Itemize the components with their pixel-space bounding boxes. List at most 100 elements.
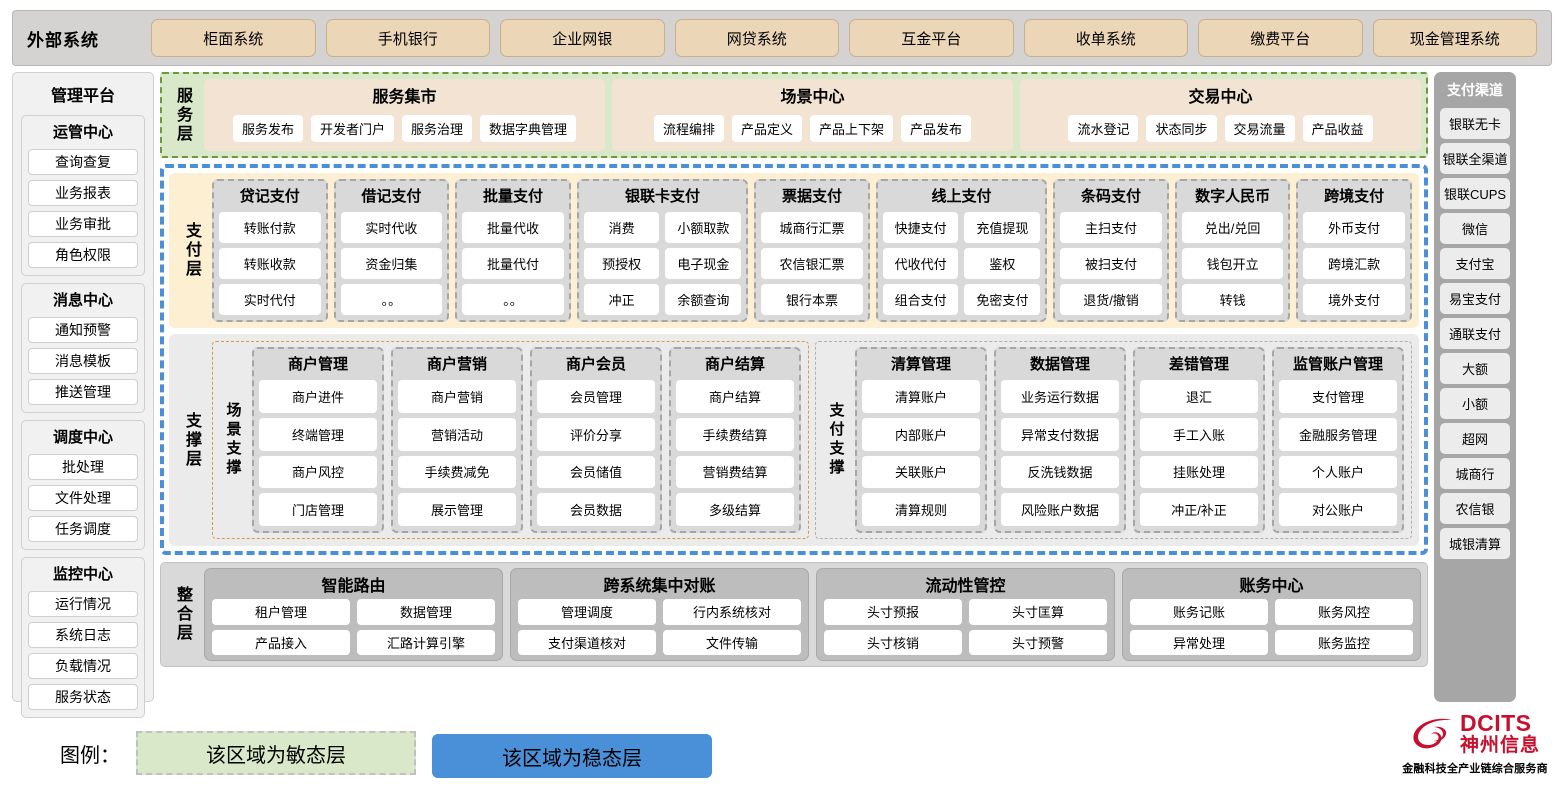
- payment-item[interactable]: 免密支付: [964, 284, 1041, 315]
- external-system-chip[interactable]: 现金管理系统: [1372, 19, 1537, 57]
- support-item[interactable]: 商户营销: [398, 380, 516, 413]
- support-item[interactable]: 异常支付数据: [1001, 417, 1119, 451]
- payment-item[interactable]: 充值提现: [964, 212, 1041, 243]
- payment-item[interactable]: 境外支付: [1303, 284, 1405, 315]
- support-item[interactable]: 手续费减免: [398, 455, 516, 489]
- payment-channel-item[interactable]: 小额: [1440, 388, 1510, 419]
- external-system-chip[interactable]: 缴费平台: [1198, 19, 1363, 57]
- payment-item[interactable]: 转钱: [1181, 284, 1284, 315]
- management-item[interactable]: 业务审批: [28, 211, 138, 237]
- payment-item[interactable]: 冲正: [583, 284, 660, 315]
- support-item[interactable]: 商户结算: [676, 380, 794, 413]
- integration-item[interactable]: 产品接入: [212, 629, 350, 655]
- payment-channel-item[interactable]: 支付宝: [1440, 248, 1510, 279]
- payment-item[interactable]: 实时代收: [340, 212, 443, 243]
- payment-item[interactable]: 转账收款: [219, 248, 321, 279]
- integration-item[interactable]: 账务记账: [1130, 599, 1268, 625]
- payment-item[interactable]: 外币支付: [1303, 212, 1405, 243]
- support-item[interactable]: 风险账户数据: [1001, 493, 1119, 526]
- external-system-chip[interactable]: 手机银行: [325, 19, 490, 57]
- support-item[interactable]: 金融服务管理: [1279, 417, 1397, 451]
- payment-channel-item[interactable]: 农信银: [1440, 493, 1510, 524]
- integration-item[interactable]: 头寸核销: [824, 629, 962, 655]
- payment-item[interactable]: 资金归集: [340, 248, 443, 279]
- payment-item[interactable]: 钱包开立: [1181, 248, 1284, 279]
- payment-channel-item[interactable]: 银联CUPS: [1440, 178, 1510, 209]
- service-chip[interactable]: 流程编排: [653, 114, 724, 142]
- support-item[interactable]: 反洗钱数据: [1001, 455, 1119, 489]
- support-item[interactable]: 关联账户: [862, 455, 980, 489]
- management-item[interactable]: 服务状态: [28, 684, 138, 710]
- support-item[interactable]: 会员数据: [537, 493, 655, 526]
- integration-item[interactable]: 账务风控: [1275, 599, 1413, 625]
- support-item[interactable]: 业务运行数据: [1001, 380, 1119, 413]
- payment-item[interactable]: 批量代付: [462, 248, 564, 279]
- payment-channel-item[interactable]: 通联支付: [1440, 318, 1510, 349]
- service-chip[interactable]: 服务治理: [402, 114, 473, 142]
- service-chip[interactable]: 产品上下架: [810, 114, 894, 142]
- payment-item[interactable]: 快捷支付: [882, 212, 959, 243]
- payment-item[interactable]: 电子现金: [665, 248, 742, 279]
- payment-item[interactable]: 余额查询: [665, 284, 742, 315]
- integration-item[interactable]: 汇路计算引擎: [357, 629, 495, 655]
- service-chip[interactable]: 产品发布: [901, 114, 972, 142]
- payment-item[interactable]: 退货/撤销: [1060, 284, 1162, 315]
- payment-channel-item[interactable]: 银联全渠道: [1440, 143, 1510, 174]
- support-item[interactable]: 营销费结算: [676, 455, 794, 489]
- management-item[interactable]: 通知预警: [28, 317, 138, 343]
- management-item[interactable]: 业务报表: [28, 180, 138, 206]
- integration-item[interactable]: 支付渠道核对: [518, 629, 656, 655]
- support-item[interactable]: 营销活动: [398, 417, 516, 451]
- payment-item[interactable]: 代收代付: [882, 248, 959, 279]
- service-chip[interactable]: 开发者门户: [310, 114, 394, 142]
- external-system-chip[interactable]: 柜面系统: [151, 19, 316, 57]
- management-item[interactable]: 系统日志: [28, 622, 138, 648]
- payment-channel-item[interactable]: 城银清算: [1440, 528, 1510, 559]
- external-system-chip[interactable]: 网贷系统: [674, 19, 839, 57]
- support-item[interactable]: 支付管理: [1279, 380, 1397, 413]
- support-item[interactable]: 会员管理: [537, 380, 655, 413]
- payment-item[interactable]: 批量代收: [462, 212, 564, 243]
- support-item[interactable]: 冲正/补正: [1140, 493, 1258, 526]
- service-chip[interactable]: 状态同步: [1146, 114, 1217, 142]
- management-item[interactable]: 文件处理: [28, 485, 138, 511]
- service-chip[interactable]: 交易流量: [1224, 114, 1295, 142]
- payment-item[interactable]: 。。: [462, 284, 564, 315]
- integration-item[interactable]: 数据管理: [357, 599, 495, 625]
- integration-item[interactable]: 头寸匡算: [969, 599, 1107, 625]
- support-item[interactable]: 对公账户: [1279, 493, 1397, 526]
- payment-item[interactable]: 预授权: [583, 248, 660, 279]
- integration-item[interactable]: 租户管理: [212, 599, 350, 625]
- payment-item[interactable]: 鉴权: [964, 248, 1041, 279]
- support-item[interactable]: 展示管理: [398, 493, 516, 526]
- payment-item[interactable]: 消费: [583, 212, 660, 243]
- support-item[interactable]: 手工入账: [1140, 417, 1258, 451]
- support-item[interactable]: 内部账户: [862, 417, 980, 451]
- management-item[interactable]: 推送管理: [28, 379, 138, 405]
- support-item[interactable]: 评价分享: [537, 417, 655, 451]
- payment-item[interactable]: 组合支付: [882, 284, 959, 315]
- management-item[interactable]: 运行情况: [28, 591, 138, 617]
- external-system-chip[interactable]: 企业网银: [500, 19, 665, 57]
- management-item[interactable]: 角色权限: [28, 242, 138, 268]
- integration-item[interactable]: 行内系统核对: [663, 599, 801, 625]
- integration-item[interactable]: 头寸预警: [969, 629, 1107, 655]
- support-item[interactable]: 清算规则: [862, 493, 980, 526]
- payment-channel-item[interactable]: 城商行: [1440, 458, 1510, 489]
- service-chip[interactable]: 服务发布: [232, 114, 303, 142]
- management-item[interactable]: 批处理: [28, 454, 138, 480]
- support-item[interactable]: 清算账户: [862, 380, 980, 413]
- integration-item[interactable]: 异常处理: [1130, 629, 1268, 655]
- integration-item[interactable]: 管理调度: [518, 599, 656, 625]
- external-system-chip[interactable]: 收单系统: [1023, 19, 1188, 57]
- service-chip[interactable]: 数据字典管理: [480, 114, 577, 142]
- payment-channel-item[interactable]: 银联无卡: [1440, 108, 1510, 139]
- payment-item[interactable]: 兑出/兑回: [1181, 212, 1284, 243]
- management-item[interactable]: 查询查复: [28, 149, 138, 175]
- integration-item[interactable]: 头寸预报: [824, 599, 962, 625]
- payment-item[interactable]: 转账付款: [219, 212, 321, 243]
- payment-item[interactable]: 实时代付: [219, 284, 321, 315]
- service-chip[interactable]: 产品收益: [1302, 114, 1373, 142]
- external-system-chip[interactable]: 互金平台: [849, 19, 1014, 57]
- service-chip[interactable]: 产品定义: [731, 114, 802, 142]
